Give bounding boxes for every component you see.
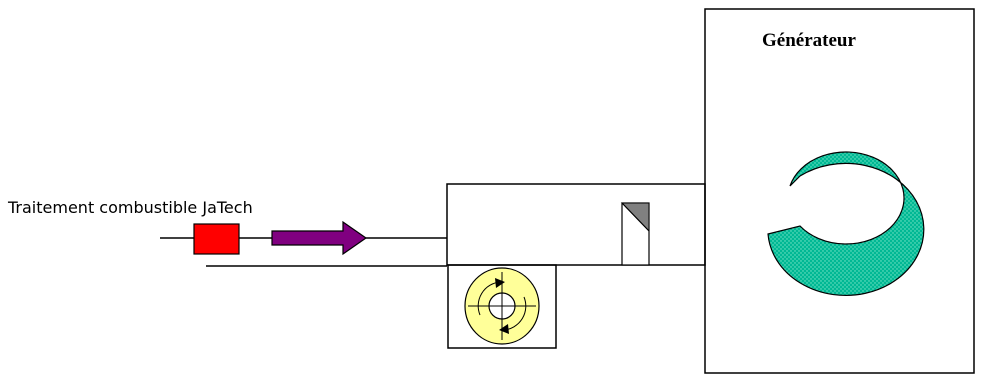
valve-icon (620, 202, 650, 266)
combustion-chamber (446, 183, 706, 266)
torus-ring-icon (767, 151, 925, 297)
generator-box (704, 8, 975, 374)
fuel-treatment-label: Traitement combustible JaTech (7, 198, 253, 217)
treatment-unit (193, 223, 240, 255)
generator-label: Générateur (762, 30, 856, 51)
pump-housing (447, 264, 557, 349)
rotary-pump-icon (464, 267, 540, 345)
flow-arrow-icon (271, 220, 368, 256)
